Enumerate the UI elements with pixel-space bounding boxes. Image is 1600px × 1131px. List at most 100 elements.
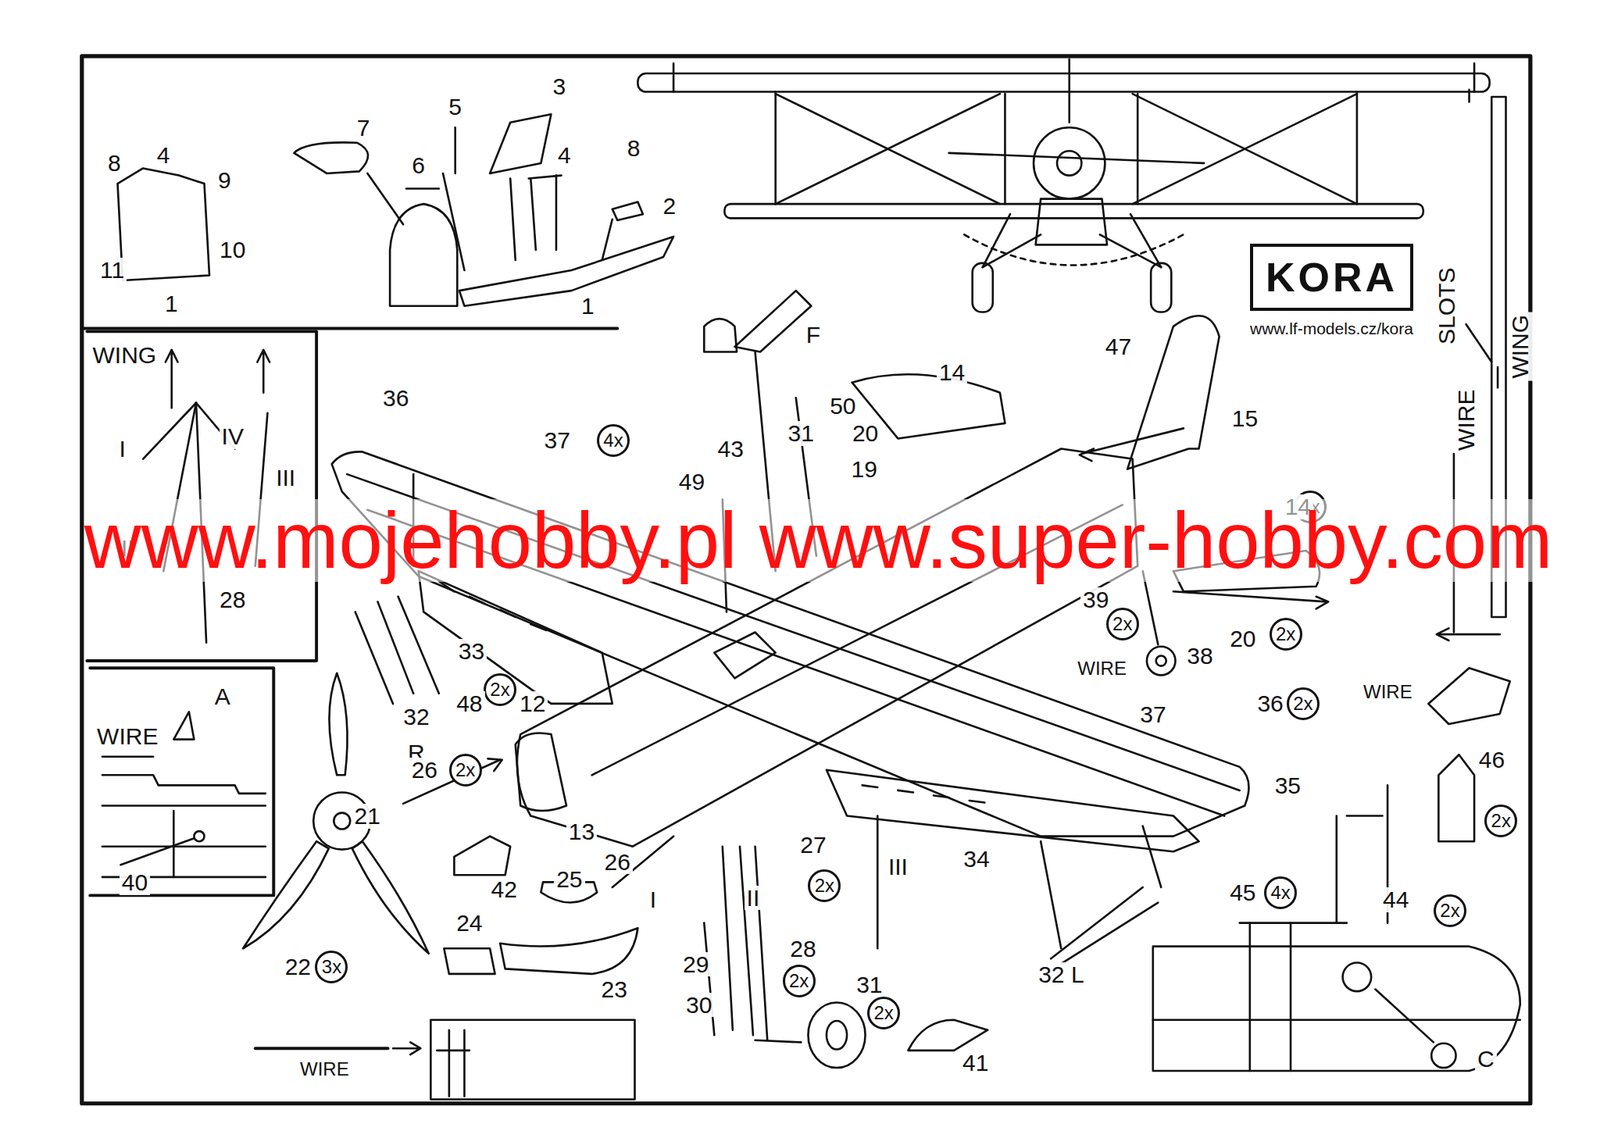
callout-number: 13 [566, 819, 597, 845]
quantity-text: 2x [873, 1002, 893, 1025]
quantity-text: 2x [814, 875, 835, 897]
quantity-text: 3x [321, 956, 342, 979]
callout-number: 3 [550, 74, 568, 100]
quantity-circle: 2x [449, 753, 483, 787]
quantity-text: 2x [789, 970, 809, 993]
callout-number: 8 [105, 150, 124, 176]
quantity-circle: 2x [1286, 687, 1320, 721]
callout-number: 25 [553, 867, 585, 893]
callout-number: WIRE [94, 724, 161, 750]
watermark: www.mojehobby.pl www.super-hobby.com [84, 499, 1554, 583]
callout-number: 22 [282, 954, 314, 980]
callout-number: 28 [787, 936, 818, 962]
callout-number: 20 [850, 421, 881, 447]
rotated-note: WING [1507, 312, 1533, 382]
quantity-text: 2x [1439, 900, 1460, 922]
callout-number: 21 [352, 803, 383, 829]
callout-number: 27 [797, 832, 829, 858]
callout-number: 41 [960, 1050, 991, 1076]
callout-number: 43 [714, 436, 746, 462]
callout-number: 37 [541, 428, 572, 454]
callout-number: 48 [453, 691, 485, 717]
callout-number: 30 [683, 992, 715, 1018]
quantity-circle: 2x [1106, 607, 1140, 641]
callout-number: A [212, 684, 233, 710]
callout-number: 10 [217, 237, 248, 263]
brand-name: KORA [1265, 253, 1398, 301]
quantity-text: 4x [1270, 882, 1290, 904]
callout-number: I [647, 887, 659, 913]
callout-number: WIRE [297, 1059, 352, 1079]
callout-number: 20 [1227, 626, 1258, 652]
callout-number: 26 [409, 757, 440, 783]
callout-number: 4 [555, 142, 574, 168]
quantity-text: 2x [1491, 810, 1511, 833]
callout-number: 36 [1254, 691, 1286, 717]
rotated-note: SLOTS [1434, 265, 1460, 347]
quantity-circle: 2x [483, 673, 517, 707]
callout-number: 11 [97, 257, 127, 283]
callout-number: 4 [154, 142, 173, 168]
callout-number: 32 L [1035, 962, 1086, 988]
brand-logo-box: KORA [1250, 243, 1414, 311]
callout-number: 46 [1476, 747, 1508, 773]
callout-number: 36 [380, 385, 411, 411]
quantity-text: 2x [1292, 692, 1313, 715]
callout-number: 1 [578, 293, 597, 319]
rotated-note: WIRE [1453, 387, 1479, 454]
quantity-text: 4x [603, 429, 623, 452]
callout-number: 19 [849, 457, 880, 483]
callout-number: 29 [680, 952, 711, 978]
callout-number: 34 [960, 846, 992, 872]
callout-number: I [117, 436, 129, 462]
quantity-circle: 3x [314, 950, 348, 984]
callout-number: 15 [1229, 406, 1261, 432]
callout-number: 40 [119, 870, 150, 896]
callout-number: 12 [517, 691, 548, 717]
callout-number: 49 [676, 469, 708, 495]
callout-number: 45 [1227, 880, 1258, 906]
callout-number: 33 [456, 639, 487, 665]
callout-number: 24 [453, 910, 485, 936]
callout-number: 31 [853, 972, 885, 998]
callout-number: 14 [936, 360, 968, 386]
quantity-circle: 2x [807, 869, 841, 903]
quantity-text: 2x [489, 678, 510, 701]
quantity-circle: 2x [782, 964, 816, 998]
callout-number: F [803, 322, 823, 348]
quantity-text: 2x [1275, 623, 1296, 646]
quantity-circle: 2x [1484, 804, 1518, 838]
callout-number: 1 [162, 291, 181, 317]
callout-number: WIRE [1075, 658, 1129, 679]
callout-number: 6 [409, 153, 428, 179]
callout-number: IV [219, 424, 247, 450]
callout-number: III [885, 854, 911, 880]
callout-number: 32 [400, 704, 432, 730]
callout-number: 50 [827, 393, 858, 419]
quantity-text: 2x [1112, 613, 1133, 636]
callout-number: 39 [1080, 587, 1111, 613]
callout-number: WING [90, 342, 160, 368]
callout-number: 28 [217, 587, 248, 613]
callout-number: 38 [1184, 643, 1215, 669]
callout-number: 5 [446, 94, 465, 120]
callout-number: 26 [602, 850, 633, 875]
quantity-circle: 4x [1264, 876, 1297, 910]
callout-number: 2 [660, 193, 679, 219]
callout-number: 35 [1272, 773, 1304, 799]
quantity-circle: 2x [1269, 617, 1303, 651]
callout-number: 31 [785, 421, 817, 447]
callout-number: 9 [215, 167, 234, 193]
quantity-circle: 2x [1433, 894, 1467, 928]
callout-number: 42 [489, 877, 520, 903]
callout-number: 44 [1380, 887, 1411, 913]
callout-number: C [1475, 1046, 1497, 1072]
callout-number: II [744, 885, 763, 911]
callout-number: III [273, 465, 298, 491]
callout-number: 23 [599, 977, 630, 1003]
callout-number: 7 [354, 115, 373, 141]
quantity-circle: 4x [596, 424, 630, 458]
quantity-text: 2x [455, 759, 475, 782]
callout-number: www.lf-models.cz/kora [1247, 320, 1416, 338]
callout-number: WIRE [1360, 682, 1415, 702]
